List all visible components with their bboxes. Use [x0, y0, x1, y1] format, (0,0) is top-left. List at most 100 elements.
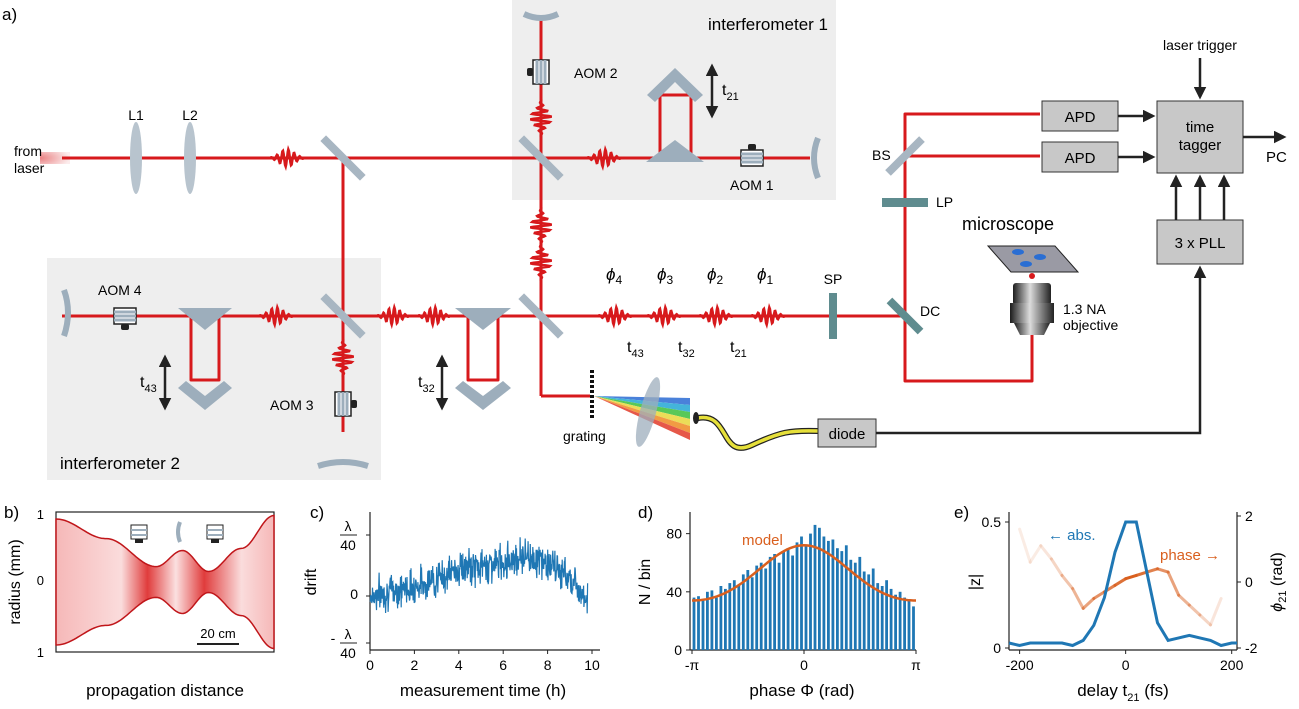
pulse	[529, 241, 553, 283]
svg-text:t43: t43	[627, 339, 644, 360]
pulses	[255, 97, 789, 379]
phase-4: ϕ4	[606, 265, 622, 287]
grating-label: grating	[563, 428, 606, 444]
svg-text:λ: λ	[345, 626, 352, 642]
shortpass-filter	[829, 293, 837, 339]
histogram-bar	[889, 588, 893, 650]
panel-b-label: b)	[4, 503, 19, 522]
phase-segment	[1145, 567, 1159, 574]
svg-text:t32: t32	[678, 339, 695, 360]
panel-e-ytick-left: 0	[993, 640, 1001, 656]
histogram-bar	[876, 583, 880, 650]
panel-d-xtick: 0	[800, 657, 808, 673]
panel-e-ylabel-left: |z|	[967, 574, 984, 590]
histogram-bar	[755, 565, 759, 650]
aom	[527, 59, 550, 85]
panel-d-ylabel: N / bin	[637, 559, 654, 605]
panel-b-ytick-mid: 0	[37, 573, 44, 588]
histogram-bar	[912, 606, 915, 650]
phase-segment	[1134, 570, 1149, 577]
phase-segment	[1124, 573, 1138, 581]
histogram-bar	[715, 597, 718, 650]
lens-l2	[184, 122, 196, 194]
retroreflectors	[178, 68, 704, 410]
panel-e-xtick: 0	[1122, 657, 1130, 673]
panel-e-xtick: 200	[1220, 657, 1244, 673]
apd-label-2: APD	[1065, 150, 1096, 167]
panel-d-ytick: 40	[666, 584, 682, 600]
t21-delay-label: t21	[722, 82, 739, 103]
fiber	[697, 415, 819, 450]
phase-segment	[1177, 593, 1191, 607]
bs-label: BS	[872, 147, 891, 163]
phase-segment	[1092, 590, 1106, 600]
microscope	[986, 245, 1080, 335]
phase-segment	[1081, 597, 1096, 610]
pulse	[529, 205, 553, 247]
pll-box	[1156, 219, 1244, 265]
histogram-bar	[706, 591, 709, 650]
histogram-bar	[822, 536, 826, 650]
from-label: from	[14, 143, 42, 159]
pulse	[331, 337, 355, 379]
panel-c-xtick: 4	[455, 657, 463, 673]
histogram-bar	[898, 591, 902, 650]
model-label: model	[742, 532, 783, 549]
histogram-bar	[853, 562, 857, 650]
phase-segment	[1209, 597, 1223, 627]
panel-e-ytick-right: -2	[1245, 640, 1258, 656]
phase-segment	[1071, 587, 1085, 610]
panel-e-ytick-right: 0	[1245, 574, 1253, 590]
panel-c-label: c)	[310, 503, 324, 522]
phase-segment	[1198, 613, 1212, 627]
objective-label-2: objective	[1063, 317, 1118, 333]
sp-label: SP	[824, 271, 843, 287]
panel-b-ytick-bottom: 1	[37, 645, 44, 660]
pulse	[695, 303, 737, 329]
histogram-bar	[741, 574, 745, 650]
phase-labels: ϕ4 ϕ3 ϕ2 ϕ1	[606, 265, 773, 287]
histogram-bar	[871, 568, 875, 650]
histogram-bar	[724, 588, 727, 650]
apd-box-2	[1041, 141, 1119, 173]
phase-segment	[1018, 527, 1032, 564]
panel-c-xtick: 10	[584, 657, 600, 673]
panel-b-xlabel: propagation distance	[86, 681, 244, 700]
panel-b-optics	[130, 521, 224, 543]
panel-c-xtick: 6	[499, 657, 507, 673]
time-tagger-label-1: time	[1186, 119, 1214, 136]
histogram-bar	[813, 524, 817, 650]
signal-wires	[876, 58, 1287, 435]
scalebar-label: 20 cm	[200, 626, 235, 641]
histogram-bar	[782, 551, 785, 650]
input-glow	[40, 152, 70, 164]
pulse	[373, 302, 413, 330]
laser-trigger-label: laser trigger	[1163, 37, 1237, 53]
histogram-bar	[719, 586, 723, 650]
pulse	[747, 303, 789, 329]
phase-2: ϕ2	[707, 265, 723, 287]
phase-segment	[1166, 570, 1181, 597]
aom1-label: AOM 1	[730, 177, 774, 193]
aom2-label: AOM 2	[574, 65, 618, 81]
pulse-delay-labels: t43 t32 t21	[627, 339, 747, 360]
panel-c-xlabel: measurement time (h)	[400, 681, 566, 700]
t43-delay-label: t43	[140, 374, 157, 395]
histogram-bar	[844, 545, 848, 650]
longpass-filter	[882, 198, 928, 207]
histogram-bar	[818, 527, 821, 650]
svg-text:λ: λ	[345, 518, 352, 534]
aom4-label: AOM 4	[98, 282, 142, 298]
panel-d-xtick: π	[911, 657, 921, 673]
interferometer-2-label: interferometer 2	[60, 454, 180, 473]
aom3-label: AOM 3	[270, 397, 314, 413]
histogram-bar	[732, 580, 736, 650]
aom	[113, 307, 137, 330]
panel-d-ytick: 80	[666, 526, 682, 542]
lens-l1	[130, 122, 142, 194]
histogram-bar	[894, 594, 897, 650]
panel-a: a) interferometer 1 interferometer 2 fro…	[2, 0, 1287, 480]
histogram-bar	[804, 545, 808, 650]
